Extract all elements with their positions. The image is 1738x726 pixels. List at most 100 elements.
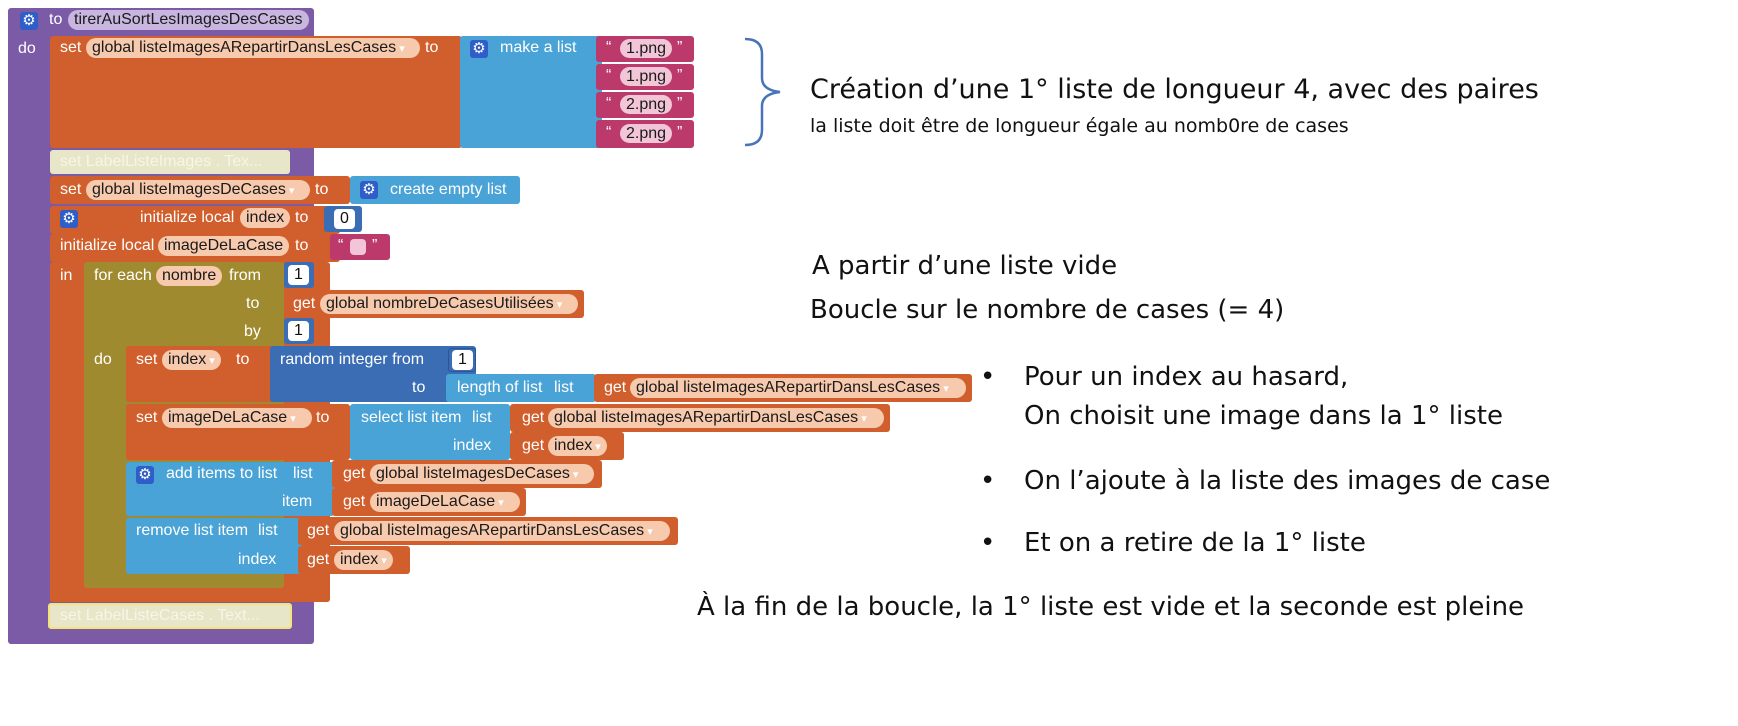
to-keyword: to: [315, 181, 329, 198]
disabled-label-text: set LabelListeCases . Text...: [60, 607, 260, 624]
text-item-value[interactable]: 2.png: [620, 124, 673, 143]
select-list-item-label: select list item: [361, 409, 462, 426]
set-keyword: set: [136, 409, 158, 426]
do-keyword: do: [94, 351, 112, 368]
bullet-icon: •: [980, 528, 996, 558]
remove-list-item-label: remove list item: [136, 522, 249, 539]
add-items-block[interactable]: [126, 462, 334, 516]
variable-dropdown[interactable]: global nombreDeCasesUtilisées: [320, 294, 578, 314]
quote-icon: ”: [372, 237, 378, 254]
local-variable-name[interactable]: imageDeLaCase: [158, 236, 290, 256]
text-item-value[interactable]: 1.png: [620, 67, 673, 86]
for-each-label: for each: [94, 267, 152, 284]
remove-list-item-block[interactable]: [126, 518, 302, 574]
gear-icon[interactable]: [360, 180, 378, 200]
disabled-label-block[interactable]: [50, 150, 290, 174]
get-keyword: get: [343, 493, 366, 510]
random-integer-label: random integer from: [280, 351, 425, 368]
gear-icon[interactable]: [20, 11, 38, 31]
list-keyword: list: [258, 522, 278, 539]
to-keyword: to: [425, 39, 439, 56]
quote-icon: “: [606, 95, 612, 112]
variable-dropdown[interactable]: global listeImagesARepartirDansLesCases: [548, 408, 884, 428]
variable-dropdown[interactable]: global listeImagesARepartirDansLesCases: [334, 521, 670, 541]
text-item-value[interactable]: 2.png: [620, 95, 673, 114]
quote-icon: “: [606, 124, 612, 141]
gear-icon[interactable]: [470, 39, 488, 59]
variable-dropdown[interactable]: global listeImagesARepartirDansLesCases: [86, 38, 420, 58]
number-value[interactable]: 1: [452, 350, 473, 370]
index-keyword: index: [238, 551, 277, 568]
quote-icon: ”: [677, 39, 683, 56]
variable-dropdown[interactable]: global listeImagesDeCases: [370, 464, 594, 484]
initialize-local-label: initialize local: [60, 237, 155, 254]
get-keyword: get: [307, 522, 330, 539]
procedure-do-keyword: do: [18, 40, 36, 57]
select-list-item-block[interactable]: [350, 404, 510, 460]
procedure-to-keyword: to: [49, 11, 63, 28]
disabled-label-block[interactable]: [48, 603, 292, 629]
bullet-icon: •: [980, 362, 996, 392]
get-keyword: get: [343, 465, 366, 482]
loop-variable-field[interactable]: nombre: [156, 266, 223, 286]
get-keyword: get: [293, 295, 316, 312]
to-keyword: to: [236, 351, 250, 368]
set-keyword: set: [136, 351, 158, 368]
annotation-list-creation-title: Création d’une 1° liste de longueur 4, a…: [810, 74, 1539, 105]
to-keyword: to: [295, 237, 309, 254]
list-keyword: list: [554, 379, 574, 396]
by-keyword: by: [244, 323, 261, 340]
annotation-list-creation-note: la liste doit être de longueur égale au …: [810, 115, 1349, 137]
add-items-label: add items to list: [166, 465, 278, 482]
variable-dropdown[interactable]: global listeImagesDeCases: [86, 180, 310, 200]
gear-icon[interactable]: [136, 465, 154, 485]
from-keyword: from: [229, 267, 261, 284]
index-keyword: index: [453, 437, 492, 454]
length-of-list-block[interactable]: [446, 374, 596, 402]
variable-dropdown[interactable]: index: [334, 550, 393, 570]
get-keyword: get: [307, 551, 330, 568]
local-variable-name[interactable]: index: [240, 208, 291, 228]
text-item-value[interactable]: 1.png: [620, 39, 673, 58]
gear-icon[interactable]: [60, 209, 78, 229]
annotation-remove-from-list: Et on a retire de la 1° liste: [1024, 528, 1366, 558]
get-keyword: get: [604, 379, 627, 396]
number-value[interactable]: 0: [334, 209, 355, 229]
set-keyword: set: [60, 39, 82, 56]
to-keyword: to: [316, 409, 330, 426]
number-value[interactable]: 1: [288, 265, 309, 285]
set-keyword: set: [60, 181, 82, 198]
get-keyword: get: [522, 437, 545, 454]
create-empty-list-block[interactable]: [350, 176, 520, 204]
procedure-name-field[interactable]: tirerAuSortLesImagesDesCases: [68, 10, 309, 30]
local-scope-bottom-arm: [50, 590, 330, 602]
to-keyword: to: [295, 209, 309, 226]
empty-text-field[interactable]: [350, 239, 366, 255]
annotation-conclusion: À la fin de la boucle, la 1° liste est v…: [697, 592, 1525, 622]
initialize-local-index-block[interactable]: [50, 206, 340, 234]
disabled-label-text: set LabelListeImages . Tex...: [60, 153, 263, 170]
variable-dropdown[interactable]: imageDeLaCase: [162, 408, 312, 428]
length-of-list-label: length of list: [457, 379, 543, 396]
variable-dropdown[interactable]: index: [548, 436, 607, 456]
quote-icon: ”: [677, 124, 683, 141]
create-empty-list-label: create empty list: [390, 181, 507, 198]
to-keyword: to: [412, 379, 426, 396]
annotation-random-index: Pour un index au hasard,: [1024, 362, 1349, 392]
make-a-list-label: make a list: [500, 39, 577, 56]
variable-dropdown[interactable]: index: [162, 350, 221, 370]
annotation-choose-image: On choisit une image dans la 1° liste: [1024, 401, 1503, 431]
variable-dropdown[interactable]: imageDeLaCase: [370, 492, 520, 512]
number-value[interactable]: 1: [288, 321, 309, 341]
quote-icon: “: [338, 237, 344, 254]
in-keyword: in: [60, 267, 73, 284]
annotation-loop: Boucle sur le nombre de cases (= 4): [810, 295, 1285, 325]
list-keyword: list: [293, 465, 313, 482]
quote-icon: “: [606, 67, 612, 84]
get-keyword: get: [522, 409, 545, 426]
quote-icon: “: [606, 39, 612, 56]
variable-dropdown[interactable]: global listeImagesARepartirDansLesCases: [630, 378, 966, 398]
random-integer-block[interactable]: [270, 346, 476, 402]
annotation-empty-list: A partir d’une liste vide: [812, 251, 1118, 281]
brace-icon: [744, 37, 781, 147]
